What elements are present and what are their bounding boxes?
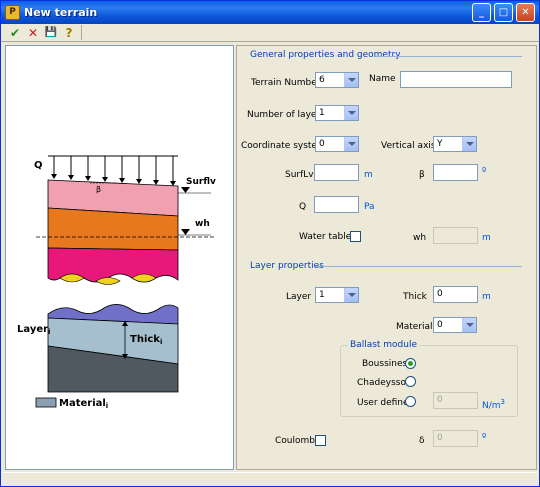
help-icon[interactable]: ? [65,26,73,40]
ballast-value-input[interactable]: 0 [433,392,478,409]
save-icon[interactable]: 💾 [44,27,58,38]
boussinesq-radio[interactable] [405,358,416,369]
wh-unit: m [482,233,491,243]
wh-input[interactable] [433,227,478,244]
number-of-layers-select[interactable]: 1 [315,105,359,121]
thickness-label: Thicki [130,334,162,346]
load-label: Q [34,160,43,171]
water-level-label: wh [195,219,210,229]
user-defined-radio[interactable] [405,396,416,407]
general-section-header: General properties and geometry [250,50,401,60]
surflv-unit: m [364,170,373,180]
surface-level-label: Surflv [186,177,216,187]
name-label: Name [369,74,396,84]
water-table-label: Water table [299,232,352,242]
material-swatch [35,397,57,408]
thick-input[interactable]: 0 [433,286,478,303]
terrain-app-icon: P [5,5,20,20]
general-section-rule [375,56,522,57]
cancel-icon[interactable]: ✕ [27,26,39,40]
delta-unit: º [482,433,487,443]
gravel-lenses [59,273,157,285]
accept-icon[interactable]: ✔ [9,26,21,40]
title-bar: P New terrain _ □ ✕ [1,1,539,24]
toolbar: ✔ ✕ 💾 ? [1,24,539,42]
layer-select[interactable]: 1 [315,287,359,303]
chevron-down-icon [344,137,358,151]
layer-section-header: Layer properties [250,261,324,271]
ballast-module-group: Ballast module [340,340,518,417]
material-select[interactable]: 0 [433,317,477,333]
chevron-down-icon [344,106,358,120]
wh-label: wh [413,233,427,243]
toolbar-separator [81,25,82,40]
beta-input[interactable] [433,164,478,181]
vertical-axis-value: Y [437,139,443,149]
user-defined-label: User defined [357,398,415,408]
maximize-button[interactable]: □ [494,3,513,22]
terrain-diagram: Q β Surflv wh [17,155,216,410]
terrain-number-value: 6 [319,75,325,85]
surflv-label: SurfLv [285,170,314,180]
minimize-button[interactable]: _ [472,3,491,22]
delta-label: δ [419,436,425,446]
terrain-number-label: Terrain Number [251,78,321,88]
material-value: 0 [437,320,443,330]
surflv-input[interactable] [314,164,359,181]
close-button[interactable]: ✕ [516,3,535,22]
thick-unit: m [482,292,491,302]
beta-unit: º [482,167,487,177]
layer-label: Layer [286,292,312,302]
coulomb-label: Coulomb [275,436,315,446]
coordinate-system-value: 0 [319,139,325,149]
chevron-down-icon [462,137,476,151]
terrain-diagram-panel: Q β Surflv wh [5,45,234,470]
water-table-checkbox[interactable] [350,231,361,242]
status-bar [3,472,537,485]
window-title: New terrain [24,6,98,19]
coordinate-system-label: Coordinate system [241,141,326,151]
chevron-down-icon [462,318,476,332]
base-layer [47,345,179,393]
vertical-axis-select[interactable]: Y [433,136,477,152]
beta-label: β [419,170,425,180]
chadeysson-label: Chadeysson [357,378,412,388]
delta-input[interactable]: 0 [433,430,478,447]
beta-angle-label: β [96,185,101,194]
coulomb-checkbox[interactable] [315,435,326,446]
name-input[interactable] [400,71,512,88]
layer-i-label: Layeri [17,324,50,336]
coordinate-system-select[interactable]: 0 [315,136,359,152]
layer-value: 1 [319,290,325,300]
q-input[interactable] [314,196,359,213]
chevron-down-icon [344,288,358,302]
number-of-layers-label: Number of layers [247,110,325,120]
q-label: Q [299,202,307,212]
thick-label: Thick [403,292,427,302]
ballast-unit: N/m3 [482,398,506,411]
material-legend-label: Materiali [59,398,108,410]
load-arrows [48,155,178,186]
q-unit: Pa [364,202,375,212]
layer-section-rule [315,266,522,267]
chevron-down-icon [344,73,358,87]
material-label: Material [396,322,433,332]
vertical-axis-label: Vertical axis [381,141,436,151]
ballast-module-title: Ballast module [348,340,420,350]
terrain-number-select[interactable]: 6 [315,72,359,88]
properties-panel: General properties and geometry Terrain … [236,45,537,470]
boussinesq-label: Boussinesq [362,359,413,369]
number-of-layers-value: 1 [319,108,325,118]
chadeysson-radio[interactable] [405,376,416,387]
